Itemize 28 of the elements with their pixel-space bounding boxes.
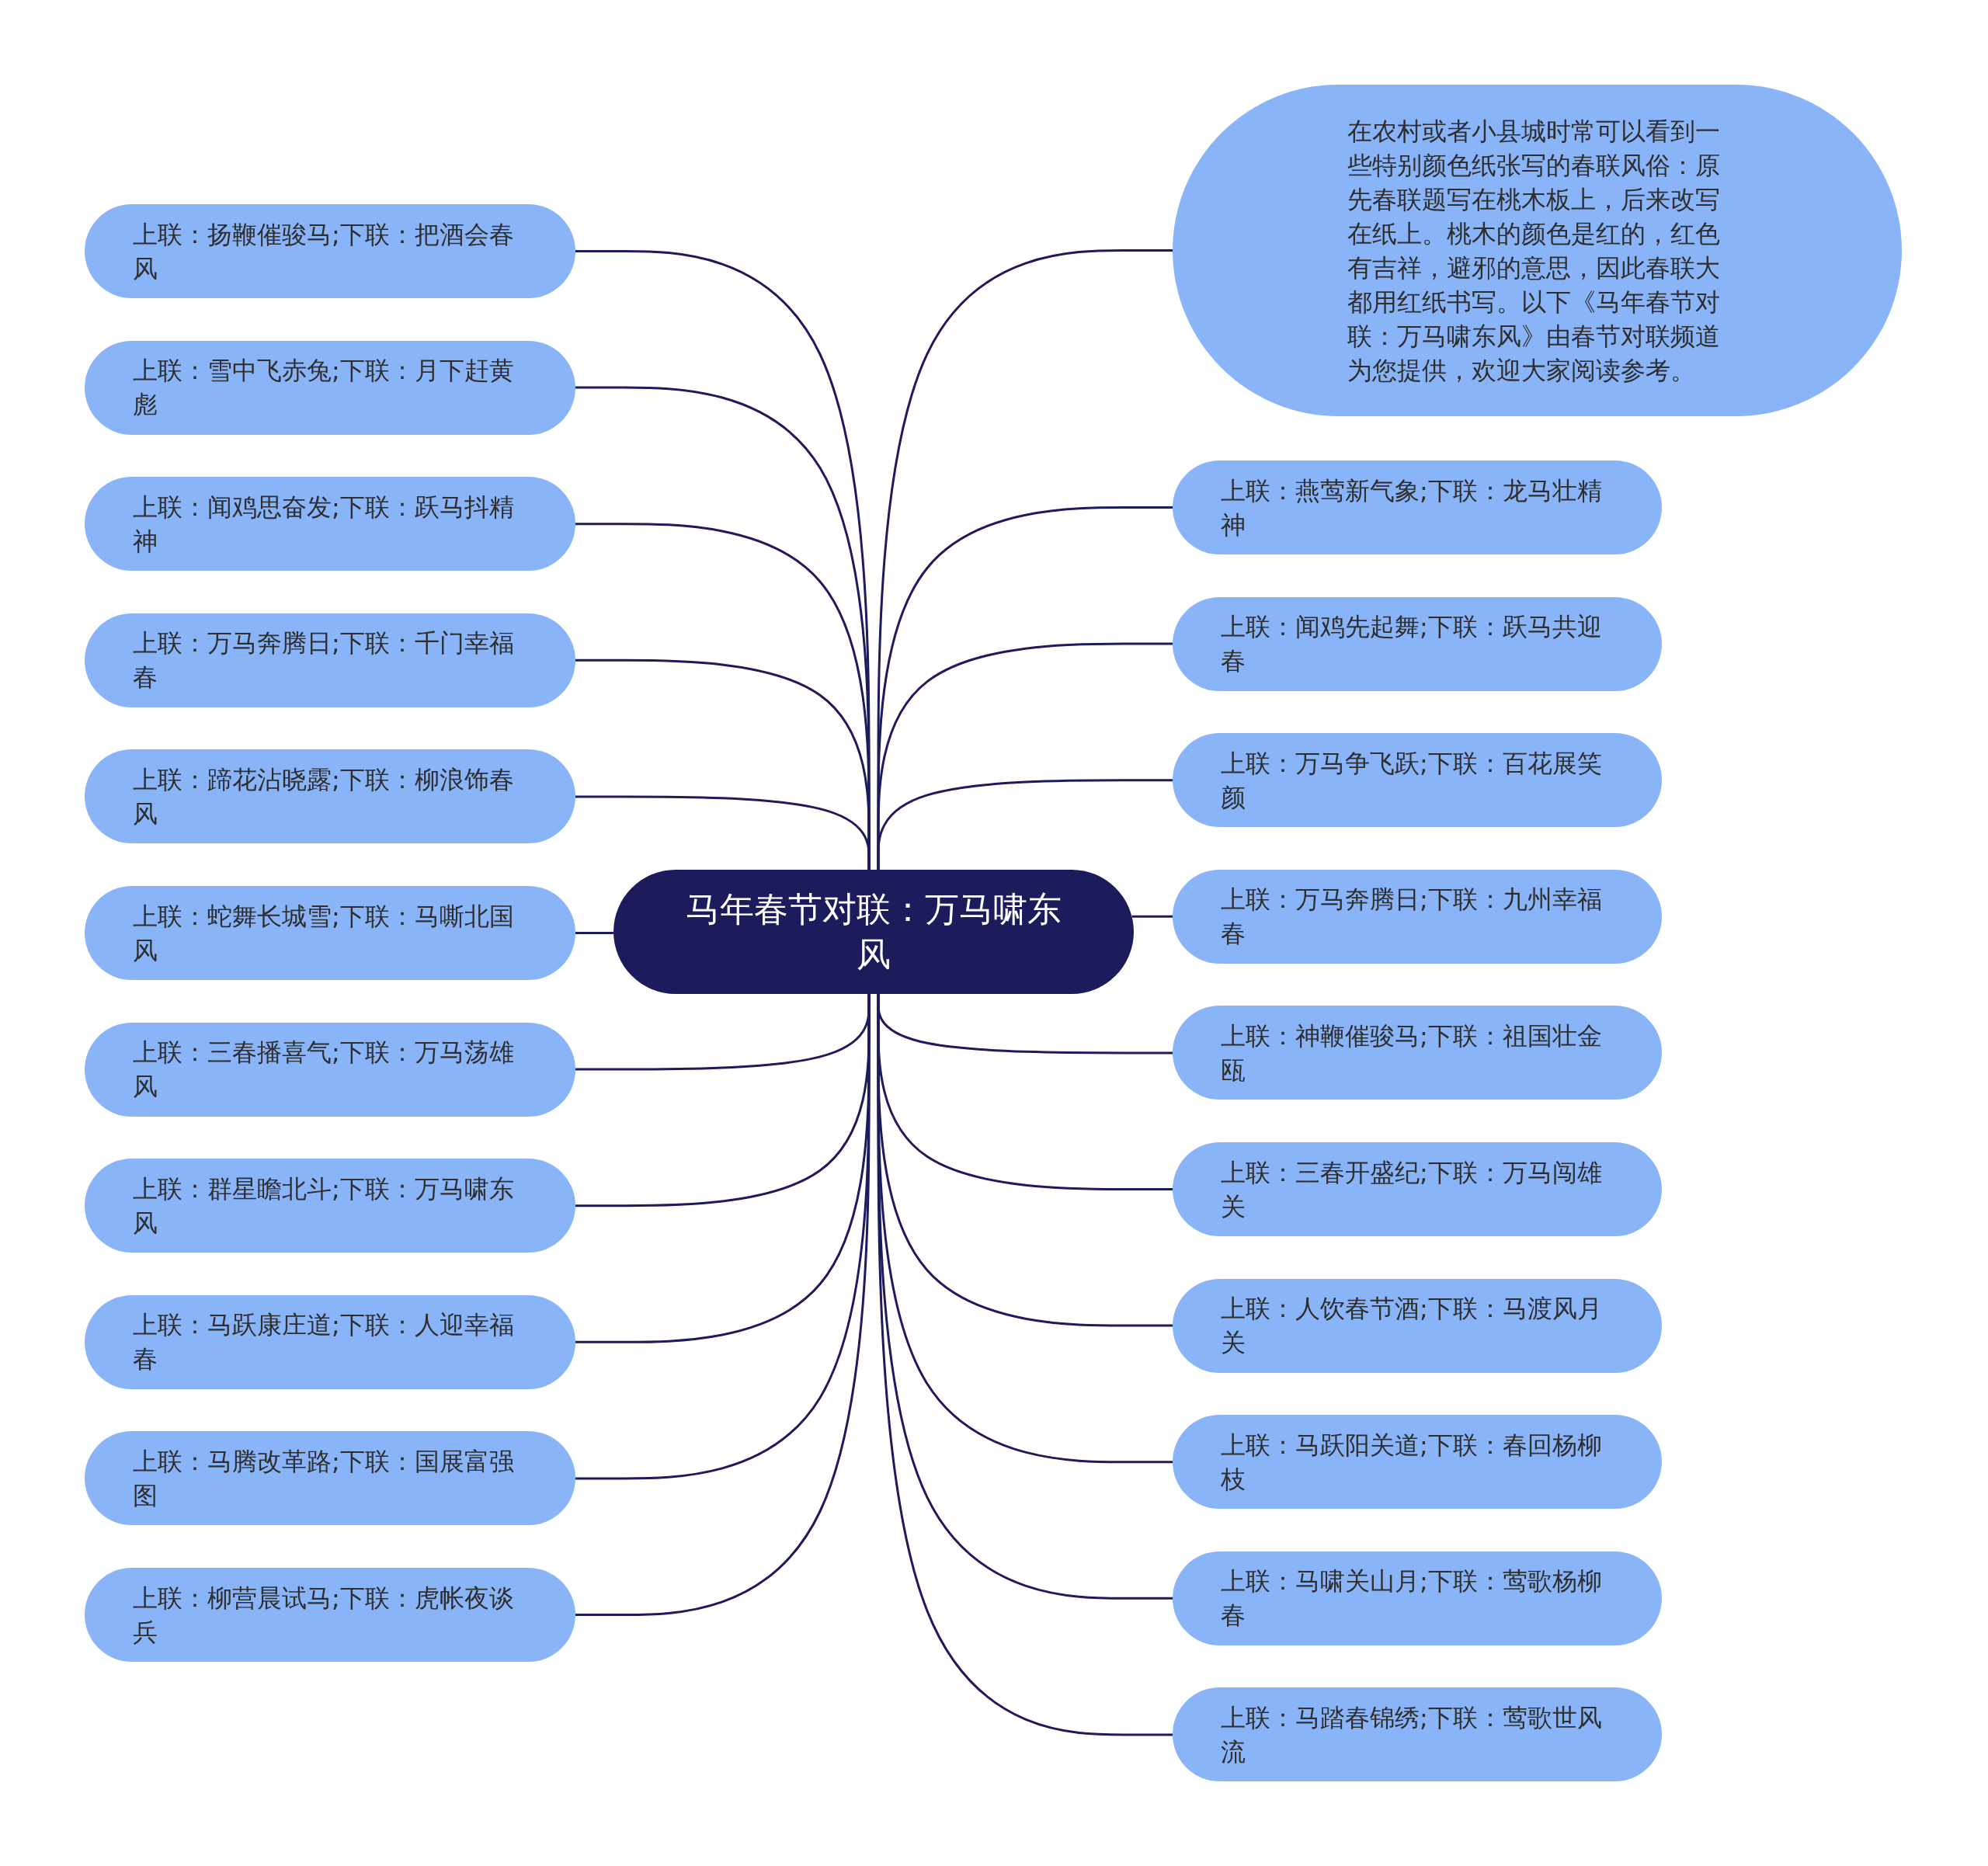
couplet-text: 上联：万马奔腾日;下联：九州幸福春: [1221, 884, 1603, 950]
couplet-text: 上联：马跃阳关道;下联：春回杨柳枝: [1221, 1429, 1603, 1496]
couplet-text: 上联：闻鸡思奋发;下联：跃马抖精神: [133, 491, 515, 558]
connector-line: [575, 932, 613, 934]
connector-line: [575, 795, 871, 870]
couplet-text: 上联：神鞭催骏马;下联：祖国壮金瓯: [1221, 1020, 1603, 1086]
couplet-text: 上联：雪中飞赤兔;下联：月下赶黄彪: [133, 355, 515, 422]
central-topic-text: 马年春节对联：万马啸东风: [685, 888, 1062, 975]
connector-line: [877, 779, 1173, 870]
couplet-text: 上联：马腾改革路;下联：国展富强图: [133, 1445, 515, 1512]
connector-line: [1131, 915, 1173, 918]
couplet-text: 上联：三春播喜气;下联：万马荡雄风: [133, 1037, 515, 1103]
couplet-text: 上联：马跃康庄道;下联：人迎幸福春: [133, 1309, 515, 1376]
couplet-text: 上联：万马奔腾日;下联：千门幸福春: [133, 627, 515, 694]
couplet-text: 上联：万马争飞跃;下联：百花展笑颜: [1221, 747, 1603, 814]
couplet-text: 上联：马踏春锦绣;下联：莺歌世风流: [1221, 1701, 1603, 1768]
note-text: 在农村或者小县城时常可以看到一些特别颜色纸张写的春联风俗：原先春联题写在桃木板上，后来改写在纸上。桃木的颜色是红的，红色有吉祥，避邪的意思，因此春联大都用红纸书写。以下《马年春节对联：万马啸东风》由春节对联频道为您提供，欢迎大家阅读参考。: [1347, 115, 1721, 387]
couplet-text: 上联：三春开盛纪;下联：万马闯雄关: [1221, 1156, 1603, 1223]
couplet-text: 上联：群星瞻北斗;下联：万马啸东风: [133, 1173, 515, 1239]
couplet-text: 上联：蹄花沾晓露;下联：柳浪饰春风: [133, 763, 515, 830]
couplet-text: 上联：蛇舞长城雪;下联：马嘶北国风: [133, 900, 515, 967]
couplet-text: 上联：马啸关山月;下联：莺歌杨柳春: [1221, 1565, 1603, 1632]
couplet-text: 上联：闻鸡先起舞;下联：跃马共迎春: [1221, 611, 1603, 678]
connector-line: [575, 994, 871, 1616]
couplet-text: 上联：燕莺新气象;下联：龙马壮精神: [1221, 474, 1603, 541]
couplet-text: 上联：人饮春节酒;下联：马渡风月关: [1221, 1293, 1603, 1360]
couplet-text: 上联：柳营晨试马;下联：虎帐夜谈兵: [133, 1582, 515, 1649]
couplet-text: 上联：扬鞭催骏马;下联：把酒会春风: [133, 218, 515, 285]
